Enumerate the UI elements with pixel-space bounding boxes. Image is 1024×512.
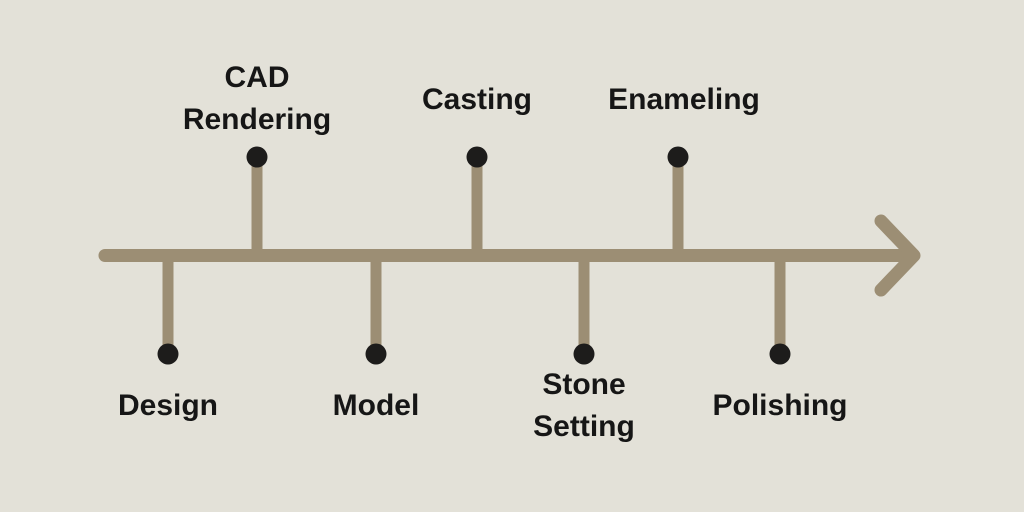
arrow-right-icon	[874, 214, 921, 297]
milestone-label-polishing: Polishing	[713, 385, 848, 427]
milestone-dot-stone-setting	[573, 343, 595, 365]
milestone-label-model: Model	[333, 385, 420, 427]
milestone-dot-enameling	[667, 146, 689, 168]
milestone-label-line: Casting	[421, 83, 533, 116]
milestone-label-line: Model	[332, 389, 420, 422]
milestone-label-cad-rendering: CAD Rendering	[183, 57, 331, 141]
milestone-label-line: Enameling	[608, 83, 760, 116]
milestone-label-line: Setting	[533, 410, 635, 443]
milestone-dot-cad-rendering	[246, 146, 268, 168]
milestone-label-line: CAD	[224, 61, 290, 94]
milestone-label-stone-setting: Stone Setting	[533, 364, 635, 448]
milestone-label-casting: Casting	[422, 79, 532, 121]
milestone-label-enameling: Enameling	[608, 79, 760, 121]
milestone-dot-design	[157, 343, 179, 365]
milestone-label-line: Design	[117, 389, 219, 422]
milestone-dot-casting	[466, 146, 488, 168]
milestone-label-line: Stone	[542, 368, 626, 401]
milestone-label-design: Design	[118, 385, 218, 427]
milestone-dot-model	[365, 343, 387, 365]
milestone-dot-polishing	[769, 343, 791, 365]
milestone-label-line: Polishing	[712, 389, 848, 422]
milestone-label-line: Rendering	[182, 103, 332, 136]
